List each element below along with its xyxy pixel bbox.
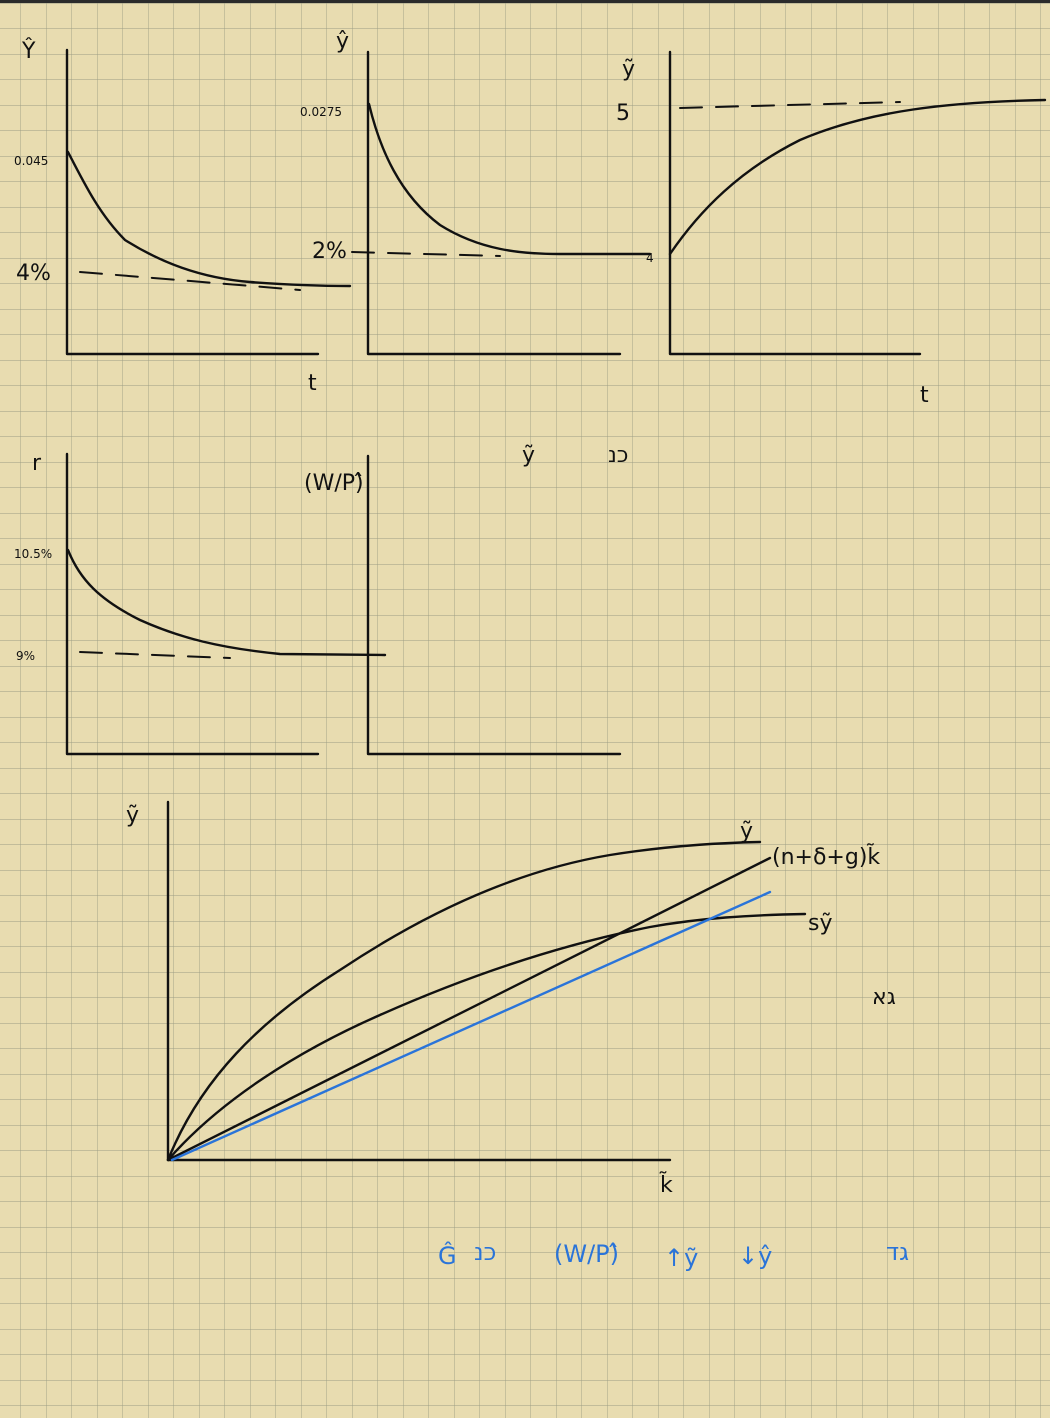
panel-2-steady-value: 2% [312, 239, 347, 264]
panel-4-curve [66, 548, 387, 657]
solow-diagram: ỹ k̃ ỹ (n+δ+g)k̃ sỹ גא [126, 800, 896, 1198]
panel-per-capita-growth: ŷ 0.0275 2% [300, 29, 652, 356]
panel-1-y-label: Ŷ [21, 38, 36, 64]
curve-saving-label: sỹ [808, 911, 832, 936]
panel-interest-rate: r 10.5% 9% [14, 451, 387, 756]
panel-1-curve [66, 150, 352, 288]
solow-y-label: ỹ [126, 803, 139, 828]
line-break-even [166, 856, 772, 1162]
panel-2-y-label: ŷ [336, 29, 349, 54]
curve-production-label: ỹ [740, 819, 753, 844]
panel-4-axes [65, 452, 320, 756]
panel-4-start-value: 10.5% [14, 547, 52, 561]
panel-1-steady-line [79, 271, 301, 291]
grid-paper [0, 3, 1050, 1418]
blue-note-1-text: כנ [474, 1238, 496, 1266]
panel-output-growth: Ŷ t 0.045 4% [14, 38, 352, 396]
blue-note-4: ↓ŷ [738, 1242, 772, 1270]
panel-3-start-value: 4 [646, 251, 654, 265]
panel-3-y-label: ỹ [622, 57, 635, 82]
blue-note-5: גד [886, 1238, 909, 1266]
panel-1-x-label: t [308, 371, 317, 396]
panel-effective-output: ỹ t 5 4 [616, 50, 1047, 408]
panel-4-steady-line [79, 651, 231, 659]
panel-4-steady-value: 9% [16, 649, 35, 663]
panel-2-curve [367, 102, 652, 256]
blue-note-3: ↑ỹ [664, 1244, 698, 1272]
panel-1-axes [65, 48, 320, 356]
line-break-even-new [170, 890, 772, 1162]
panel-1-start-value: 0.045 [14, 154, 48, 168]
middle-note: ỹ כנ [522, 443, 628, 468]
panel-3-axes [668, 50, 922, 356]
panel-2-steady-line [351, 251, 501, 257]
panel-3-steady-value: 5 [616, 101, 630, 126]
panel-1-steady-value: 4% [16, 261, 51, 286]
panel-5-axes [366, 454, 622, 756]
panel-2-axes [366, 50, 622, 356]
panel-real-wage-growth: (W/P)̂ [304, 454, 622, 756]
solow-x-label: k̃ [658, 1172, 673, 1198]
curve-production [166, 840, 762, 1162]
panel-5-y-label: (W/P)̂ [304, 471, 364, 496]
panel-3-steady-line [679, 101, 901, 109]
blue-note-2: (W/P)̂ [554, 1240, 619, 1268]
panel-2-start-value: 0.0275 [300, 105, 342, 119]
line-break-even-label: (n+δ+g)k̃ [772, 844, 880, 870]
middle-note-text: כנ [608, 443, 628, 468]
window-top-edge [0, 0, 1050, 3]
blue-note-1-symbol: Ĝ [438, 1240, 457, 1270]
panel-3-x-label: t [920, 383, 929, 408]
middle-note-symbol: ỹ [522, 443, 535, 468]
panel-4-y-label: r [32, 451, 42, 476]
blue-notes: Ĝ כנ (W/P)̂ ↑ỹ ↓ŷ גד [438, 1238, 909, 1272]
solow-side-note: גא [872, 985, 896, 1010]
panel-3-curve [668, 98, 1047, 256]
